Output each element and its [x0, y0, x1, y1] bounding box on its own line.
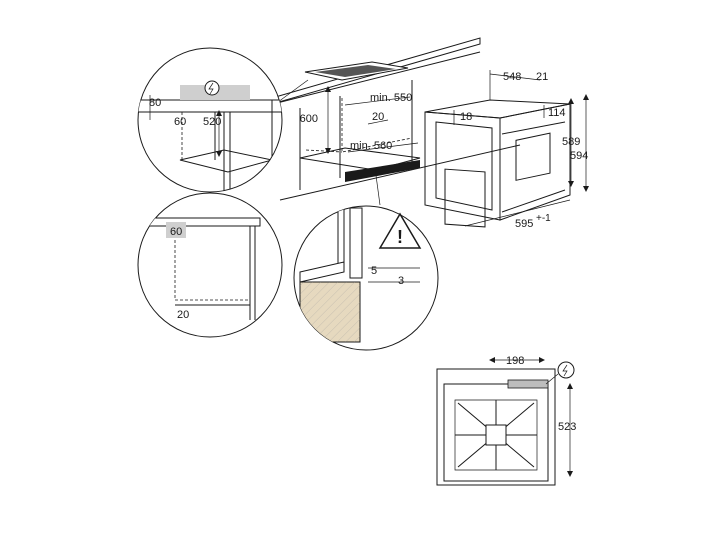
svg-text:!: !	[397, 227, 403, 247]
detail-top-clearance: 80 60 520	[137, 47, 283, 193]
dim-cabinet-height: 600	[300, 113, 318, 125]
dim-top-clearance: 520	[203, 116, 221, 128]
dim-cable-offset: 198	[506, 355, 524, 367]
dim-top-offset: 18	[460, 111, 472, 123]
power-symbol-icon	[208, 82, 214, 95]
detail-side-panel: 60 20	[137, 192, 283, 338]
dim-cabinet-top-gap: 80	[149, 97, 161, 109]
oven-drawing: 548 21 18 114 589 594 595 +-1	[424, 70, 589, 230]
dim-gap-3: 3	[398, 275, 404, 287]
dim-oven-height-outer: 594	[570, 150, 588, 162]
cabinet-scene: 600 min. 550 20 min. 560	[264, 37, 521, 206]
dim-side-offset: 114	[548, 107, 566, 119]
dim-top-panel-depth: 60	[174, 116, 186, 128]
detail-gap: ! 5 3	[293, 205, 439, 351]
dim-recess-depth: 20	[372, 111, 384, 123]
power-symbol-icon	[562, 364, 568, 377]
dim-min-width-alt: min. 560	[350, 140, 392, 152]
dim-min-width: min. 550	[370, 92, 412, 104]
dim-detail-depth: 60	[170, 226, 182, 238]
dim-gap-5: 5	[371, 265, 377, 277]
dim-oven-height-inner: 589	[562, 136, 580, 148]
dim-oven-width-tolerance: +-1	[536, 213, 551, 224]
fan-cover	[454, 399, 538, 471]
dim-oven-width: 595	[515, 218, 533, 230]
dim-rear-height: 523	[558, 421, 576, 433]
warning-triangle-icon	[378, 212, 422, 249]
dim-detail-bottom: 20	[177, 309, 189, 321]
rear-view: 198 523	[436, 355, 576, 486]
dim-front-depth: 21	[536, 71, 548, 83]
dim-oven-depth: 548	[503, 71, 521, 83]
hob	[315, 65, 396, 77]
